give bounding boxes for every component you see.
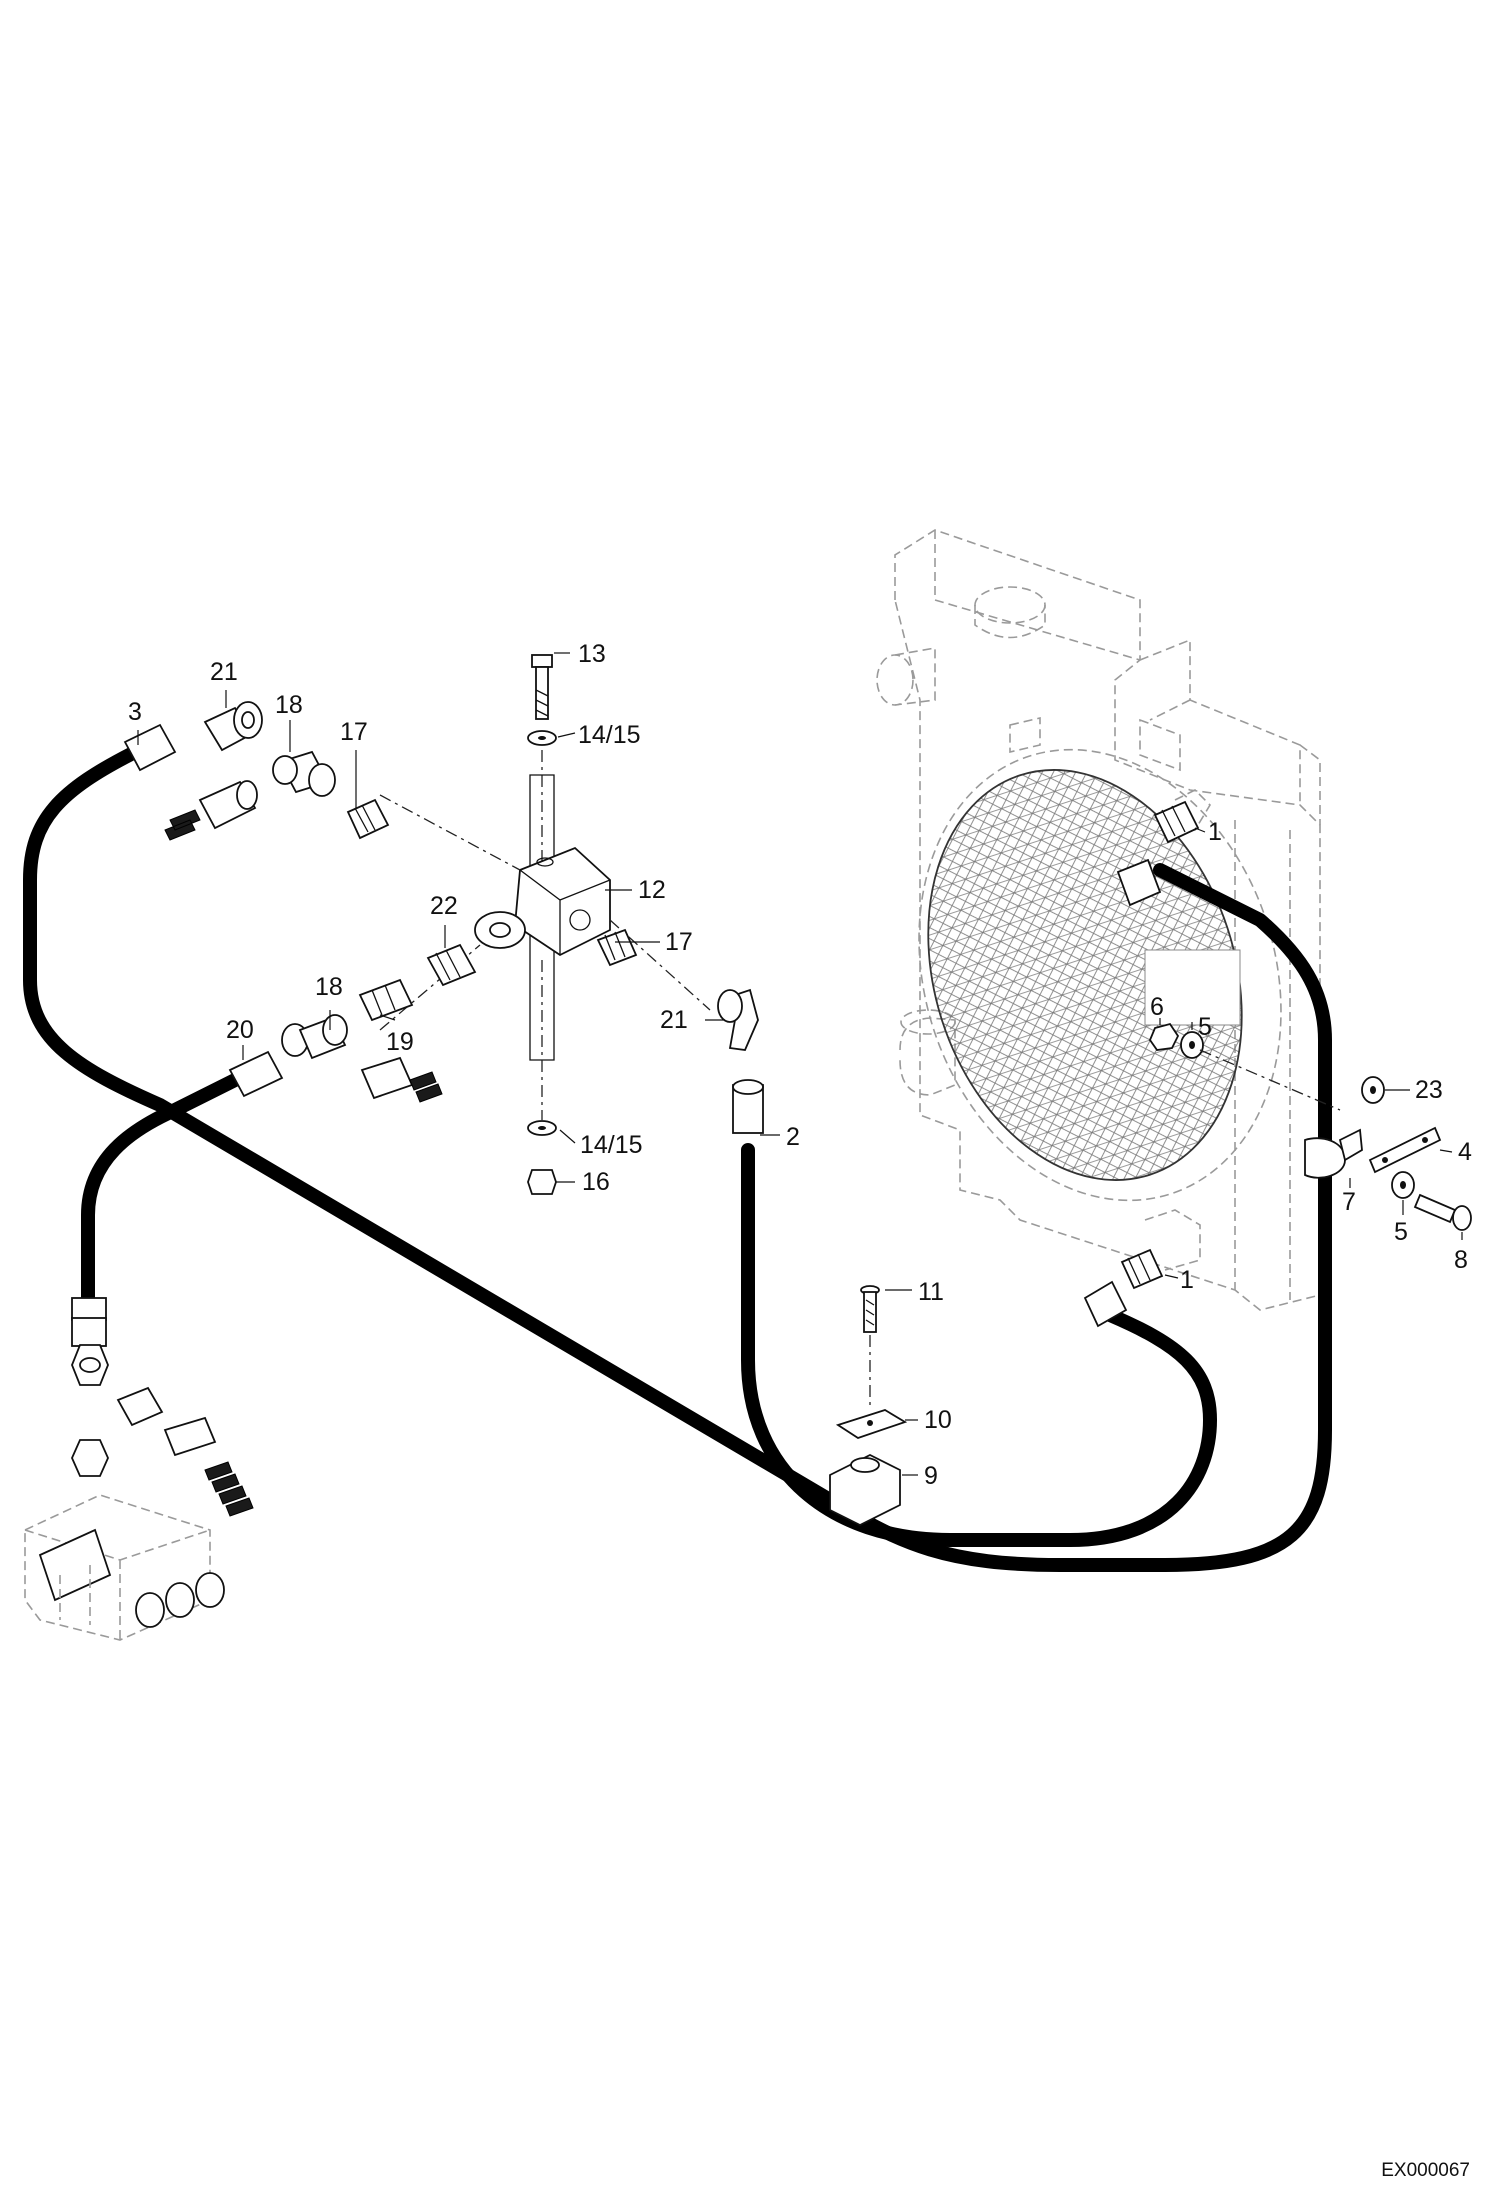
callout-21-top: 21 (210, 658, 238, 686)
callout-1-top: 1 (1208, 818, 1222, 846)
callout-10: 10 (924, 1406, 952, 1434)
callout-17-top: 17 (340, 718, 368, 746)
hoses (23, 745, 1332, 1572)
callout-14-15-top: 14/15 (578, 721, 641, 749)
callout-18-mid: 18 (315, 973, 343, 1001)
washer-14-15-bottom (527, 1120, 557, 1136)
fitting-17-top (346, 798, 390, 840)
fitting-19 (358, 978, 414, 1022)
callout-5-bottom: 5 (1394, 1218, 1408, 1246)
bolt-11 (860, 1285, 880, 1405)
fitting-22 (426, 943, 477, 987)
washer-14-15-top (527, 730, 557, 746)
callout-6: 6 (1150, 993, 1164, 1021)
washer-5-bottom (1391, 1171, 1415, 1199)
callout-1-bottom: 1 (1180, 1266, 1194, 1294)
bracket-4 (1368, 1126, 1442, 1174)
bolt-8 (1413, 1193, 1472, 1231)
fitting-1-bottom (1120, 1248, 1164, 1290)
control-valve-block (24, 1344, 254, 1641)
nut-16 (527, 1169, 557, 1195)
fitting-18-top (272, 750, 336, 797)
distributor-block-12 (474, 846, 611, 957)
callout-20: 20 (226, 1016, 254, 1044)
callout-4: 4 (1458, 1138, 1472, 1166)
callout-9: 9 (924, 1462, 938, 1490)
callout-12: 12 (638, 876, 666, 904)
hose-20 (81, 1073, 242, 1312)
clamp-9 (829, 1453, 901, 1527)
callout-19: 19 (386, 1028, 414, 1056)
callout-14-15-bottom: 14/15 (580, 1131, 643, 1159)
hose-ends (71, 723, 1162, 1347)
callout-7: 7 (1342, 1188, 1356, 1216)
nut-6 (1148, 1022, 1180, 1051)
fitting-18-mid (281, 1014, 348, 1060)
quick-coupler-mid (360, 1056, 443, 1103)
callout-21-mid: 21 (660, 1006, 688, 1034)
hose-2 (741, 1143, 1217, 1547)
callout-5-top: 5 (1198, 1013, 1212, 1041)
callout-11: 11 (918, 1278, 944, 1306)
leader-lines (137, 652, 1463, 1476)
callout-labels: 3 21 18 17 13 14/15 12 22 17 18 19 20 21… (128, 640, 1472, 1490)
fitting-21-mid (717, 988, 759, 1051)
callout-23: 23 (1415, 1076, 1443, 1104)
callout-22: 22 (430, 892, 458, 920)
callout-16: 16 (582, 1168, 610, 1196)
callout-13: 13 (578, 640, 606, 668)
washer-5-top (1180, 1031, 1204, 1059)
callout-18-top: 18 (275, 691, 303, 719)
hose-3 (23, 745, 1332, 1572)
fitting-1-top (1153, 800, 1200, 844)
fitting-21-top (203, 701, 263, 752)
plate-10 (835, 1409, 908, 1439)
callout-3: 3 (128, 698, 142, 726)
callout-2: 2 (786, 1123, 800, 1151)
washer-23 (1361, 1076, 1385, 1104)
fitting-17-mid (596, 928, 638, 967)
callout-8: 8 (1454, 1246, 1468, 1274)
clamp-7 (1304, 1128, 1363, 1179)
quick-coupler-top (164, 780, 258, 841)
bolt-13 (531, 654, 553, 720)
callout-17-mid: 17 (665, 928, 693, 956)
figure-reference-code: EX000067 (1381, 2160, 1470, 2181)
